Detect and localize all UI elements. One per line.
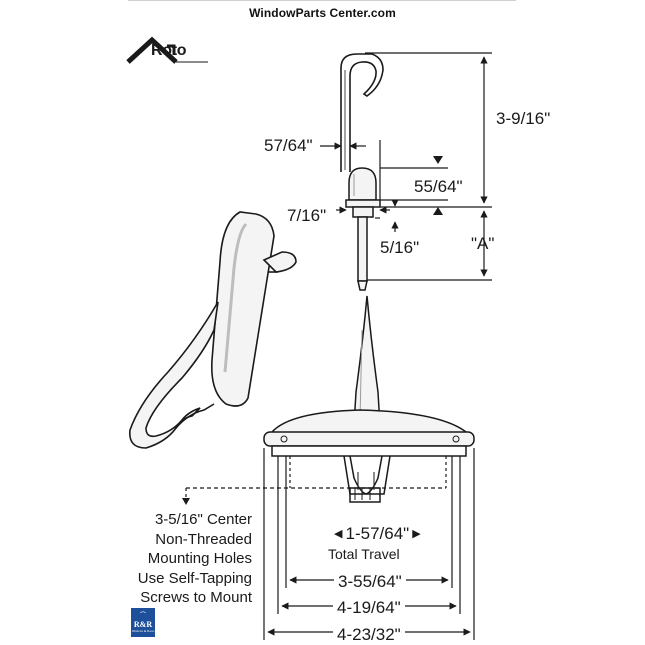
- a-dimension-label: "A": [471, 234, 495, 253]
- mounting-note-line: Non-Threaded: [155, 530, 252, 548]
- knob-height-label: 55/64": [414, 177, 463, 196]
- roto-logo: [126, 36, 208, 64]
- mounting-note-line: 3-5/16" Center: [154, 511, 252, 528]
- mounting-note-line: Mounting Holes: [147, 550, 252, 567]
- brand-name: Roto: [151, 42, 187, 59]
- base-assembly: [263, 295, 475, 503]
- handle-side-view: [129, 211, 297, 449]
- total-travel-caption: Total Travel: [328, 546, 400, 562]
- base-width-label: 7/16": [287, 206, 327, 225]
- top-rule: [128, 0, 516, 1]
- travel-label: ◀ 1-57/64" ▶: [334, 525, 421, 542]
- middle-width-label: 4-19/64": [333, 599, 405, 616]
- rr-logo: ⌒ R&R Windows & Doors: [131, 608, 155, 637]
- hook-offset-label: 57/64": [264, 136, 313, 155]
- site-name: WindowParts Center.com: [249, 6, 396, 20]
- mounting-note-line: Use Self-Tapping: [137, 569, 252, 587]
- hook-lever: [340, 53, 384, 172]
- mounting-note: 3-5/16" Center Non-Threaded Mounting Hol…: [112, 510, 252, 608]
- knob: [345, 167, 381, 291]
- travel-arrow-left: ◀: [334, 528, 346, 540]
- mounting-center-line: [182, 456, 447, 505]
- rr-logo-main: R&R: [133, 620, 153, 629]
- inner-width-label: 3-55/64": [334, 573, 406, 590]
- hook-height-label: 3-9/16": [496, 109, 551, 128]
- mounting-note-line: Screws to Mount: [140, 589, 252, 606]
- rr-logo-sub: Windows & Doors: [131, 629, 155, 633]
- rr-logo-arch-icon: ⌒: [139, 613, 146, 619]
- right-dimensions: [320, 52, 492, 281]
- outer-width-label: 4-23/32": [333, 626, 405, 643]
- travel-arrow-right: ▶: [409, 528, 421, 540]
- travel-value: 1-57/64": [345, 524, 410, 543]
- stem-width-label: 5/16": [380, 238, 420, 257]
